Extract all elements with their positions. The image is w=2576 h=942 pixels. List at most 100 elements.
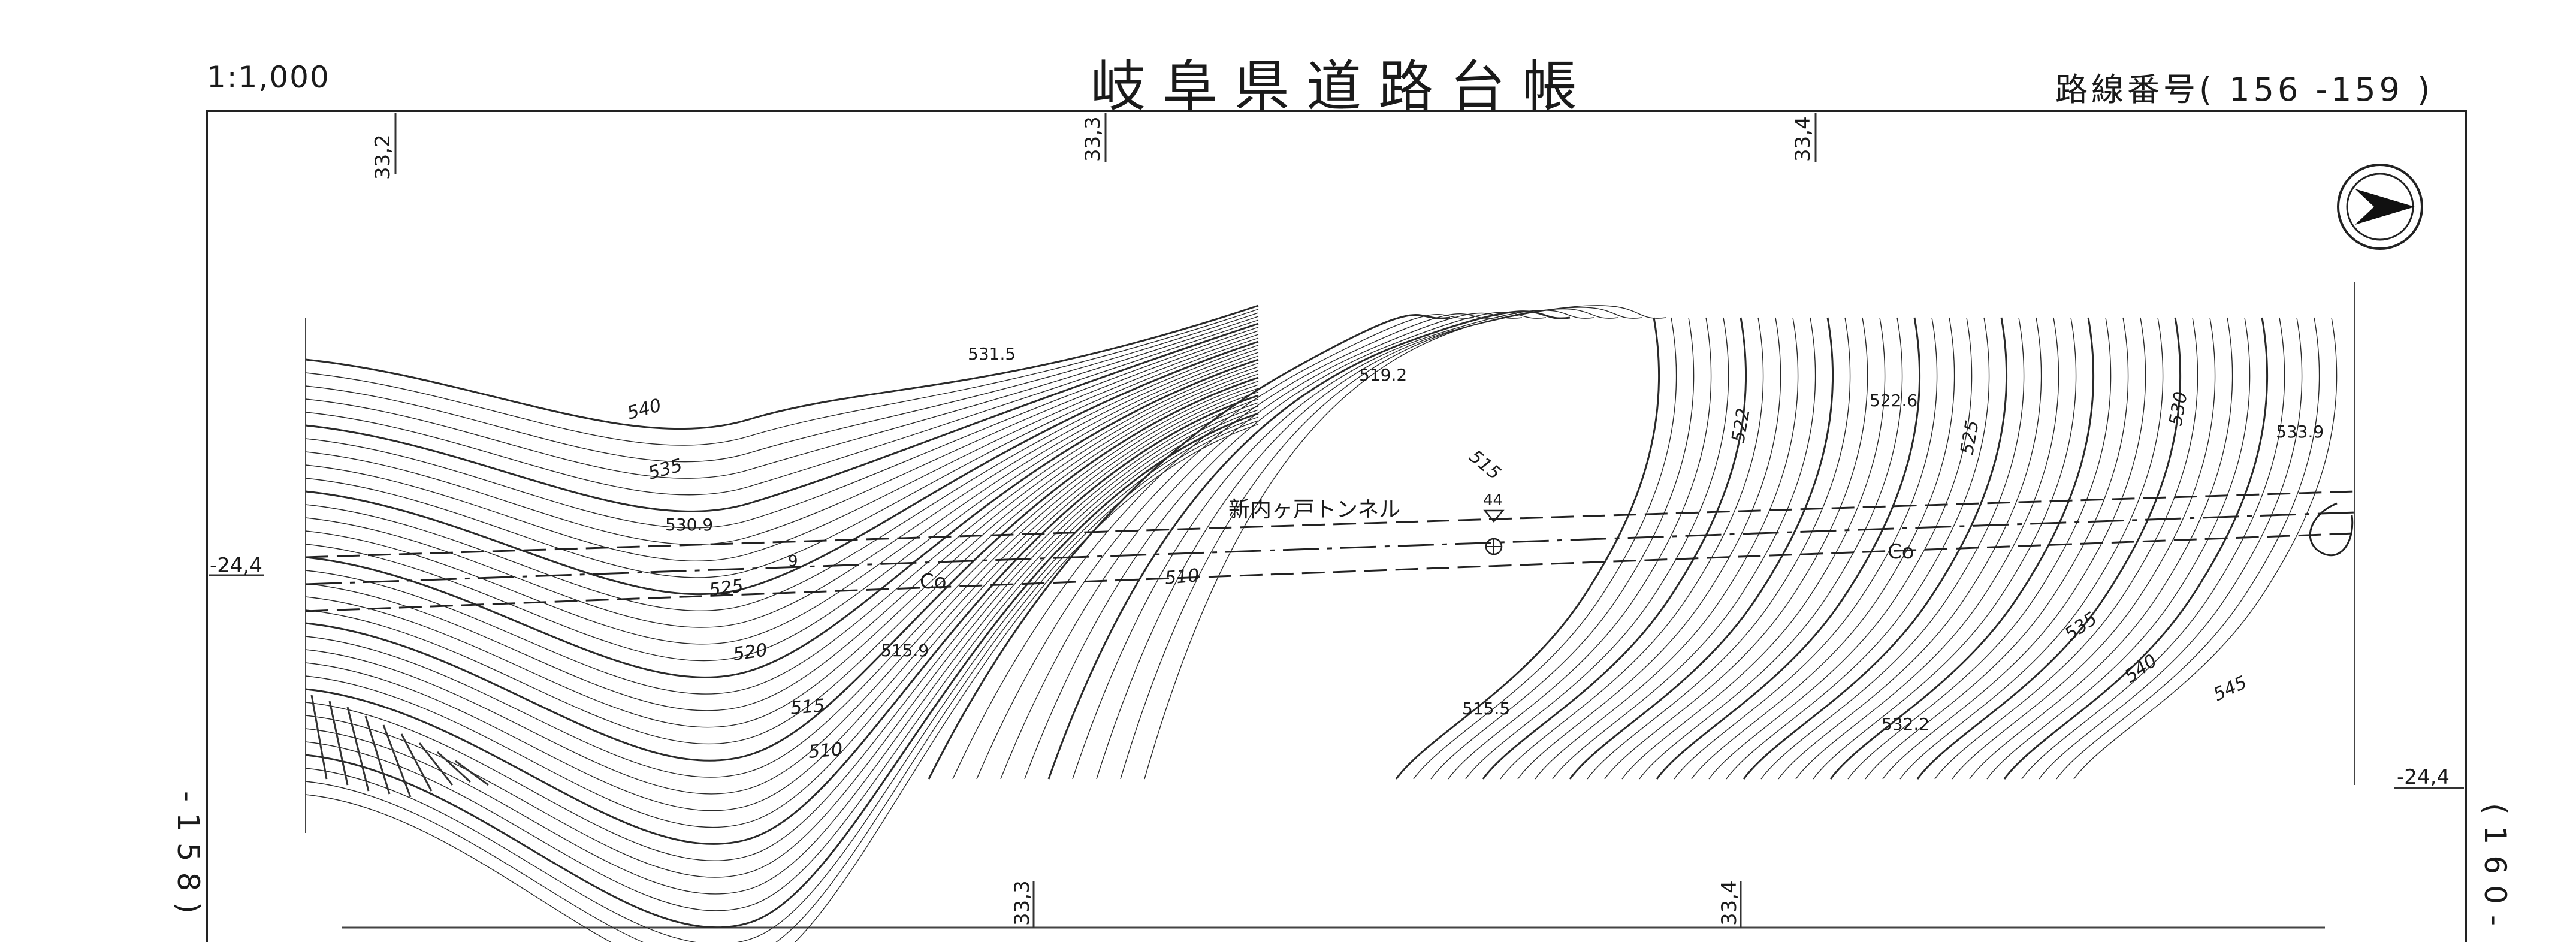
spot-height: 530.9 bbox=[665, 515, 713, 535]
surface-label-2: Co bbox=[1888, 540, 1914, 564]
contour-line bbox=[1465, 317, 1729, 780]
bottom-tick-2: 33,4 bbox=[1717, 880, 1741, 926]
bottom-grid-ticks: 33,3 33,4 bbox=[1010, 880, 1742, 928]
contour-line bbox=[305, 355, 1259, 662]
right-tick: -24,4 bbox=[2397, 765, 2450, 789]
route-number: 路線番号( 156 -159 ) bbox=[2055, 71, 2434, 108]
contour-line bbox=[1778, 317, 2042, 780]
map-scale: 1:1,000 bbox=[207, 60, 330, 95]
station-label: 9 bbox=[788, 552, 798, 570]
contour-label: 520 bbox=[732, 639, 769, 665]
contour-line bbox=[1552, 317, 1816, 780]
bottom-tick-1: 33,3 bbox=[1010, 880, 1034, 926]
page-title: 岐阜県道路台帳 bbox=[1091, 55, 1594, 119]
contour-line bbox=[305, 327, 1259, 529]
contour-label: 535 bbox=[646, 455, 684, 484]
contour-label: 545 bbox=[2210, 672, 2251, 705]
contour-label: 535 bbox=[2061, 608, 2101, 645]
top-tick-1: 33,2 bbox=[371, 134, 395, 180]
contour-line bbox=[1587, 317, 1851, 780]
benchmark-triangle-icon bbox=[1483, 509, 1505, 523]
contour-line bbox=[1829, 317, 2095, 780]
contour-line bbox=[305, 412, 1259, 929]
contour-line bbox=[1656, 317, 1921, 780]
contour-label: 510 bbox=[808, 739, 844, 763]
contour-line bbox=[305, 316, 1259, 479]
spot-height: 533.9 bbox=[2276, 422, 2324, 442]
contour-line bbox=[1899, 317, 2164, 780]
contour-line bbox=[305, 384, 1259, 795]
contour-line bbox=[305, 406, 1259, 895]
contour-line bbox=[1916, 317, 2182, 780]
contour-line bbox=[305, 322, 1259, 512]
contour-line bbox=[305, 420, 1259, 942]
contour-label: 540 bbox=[2121, 650, 2161, 687]
contour-line bbox=[1813, 317, 2077, 780]
contour-line bbox=[1047, 310, 1571, 780]
north-arrow-icon bbox=[2337, 164, 2423, 250]
contour-line bbox=[305, 394, 1259, 845]
contour-line bbox=[1882, 317, 2146, 780]
contour-line bbox=[1621, 317, 1886, 780]
contour-line bbox=[2056, 317, 2320, 780]
contour-line bbox=[1604, 317, 1868, 780]
spot-height: 515.5 bbox=[1462, 699, 1510, 718]
contour-label: 540 bbox=[625, 395, 663, 424]
contour-label: 515 bbox=[790, 695, 826, 719]
adjacent-sheet-right: (160- bbox=[2478, 803, 2512, 937]
contour-line bbox=[1395, 317, 1660, 780]
contour-label: 515 bbox=[1465, 446, 1505, 484]
side-grid-ticks: -24,4 -24,4 bbox=[209, 554, 2464, 789]
left-tick: -24,4 bbox=[210, 554, 262, 578]
contour-line bbox=[1708, 317, 1973, 780]
contour-line bbox=[2039, 317, 2303, 780]
contour-line bbox=[305, 370, 1259, 728]
contour-line bbox=[305, 416, 1259, 942]
benchmark-label: 44 bbox=[1483, 491, 1503, 509]
map-frame bbox=[206, 110, 2467, 942]
contour-line bbox=[1482, 317, 1747, 780]
contour-line bbox=[305, 363, 1259, 695]
contour-line bbox=[1569, 317, 1834, 780]
contour-line bbox=[305, 388, 1259, 811]
contour-line bbox=[1120, 307, 1642, 780]
contour-label: 525 bbox=[708, 575, 745, 601]
contour-line bbox=[305, 376, 1259, 762]
spot-height: 531.5 bbox=[968, 344, 1016, 364]
contour-line bbox=[1986, 317, 2251, 780]
contour-line bbox=[305, 304, 1259, 430]
top-grid-ticks: 33,2 33,3 33,4 bbox=[371, 113, 1817, 180]
contour-line bbox=[305, 391, 1259, 828]
contour-line bbox=[1430, 317, 1695, 780]
contour-line bbox=[1847, 317, 2112, 780]
slope-hatching bbox=[310, 695, 489, 798]
contour-line bbox=[1535, 317, 1799, 780]
surface-label-1: Co bbox=[920, 570, 947, 594]
tunnel-name: 新内ヶ戸トンネル bbox=[1228, 497, 1400, 522]
contour-line bbox=[305, 373, 1259, 745]
tunnel-alignment bbox=[305, 490, 2355, 612]
contour-line bbox=[305, 352, 1259, 645]
contour-line bbox=[976, 313, 1499, 780]
contour-line bbox=[1413, 317, 1677, 780]
contour-line bbox=[1144, 305, 1666, 780]
contour-line bbox=[305, 366, 1259, 711]
contour-line bbox=[1969, 317, 2233, 780]
contour-line bbox=[2003, 317, 2269, 780]
road-curve-right bbox=[2309, 502, 2354, 557]
contour-line bbox=[305, 312, 1259, 463]
spot-height: 532.2 bbox=[1882, 714, 1929, 734]
contour-line bbox=[2073, 317, 2338, 780]
top-tick-3: 33,4 bbox=[1791, 116, 1815, 162]
contour-line bbox=[305, 334, 1259, 561]
contour-line bbox=[1934, 317, 2198, 780]
contour-label: 522 bbox=[1728, 407, 1754, 444]
contour-line bbox=[305, 424, 1259, 942]
contour-line bbox=[1674, 317, 1938, 780]
contour-line bbox=[1865, 317, 2129, 780]
contour-line bbox=[1639, 317, 1903, 780]
survey-point-icon bbox=[1485, 538, 1503, 555]
contour-line bbox=[1096, 308, 1618, 780]
contour-line bbox=[1072, 310, 1594, 780]
